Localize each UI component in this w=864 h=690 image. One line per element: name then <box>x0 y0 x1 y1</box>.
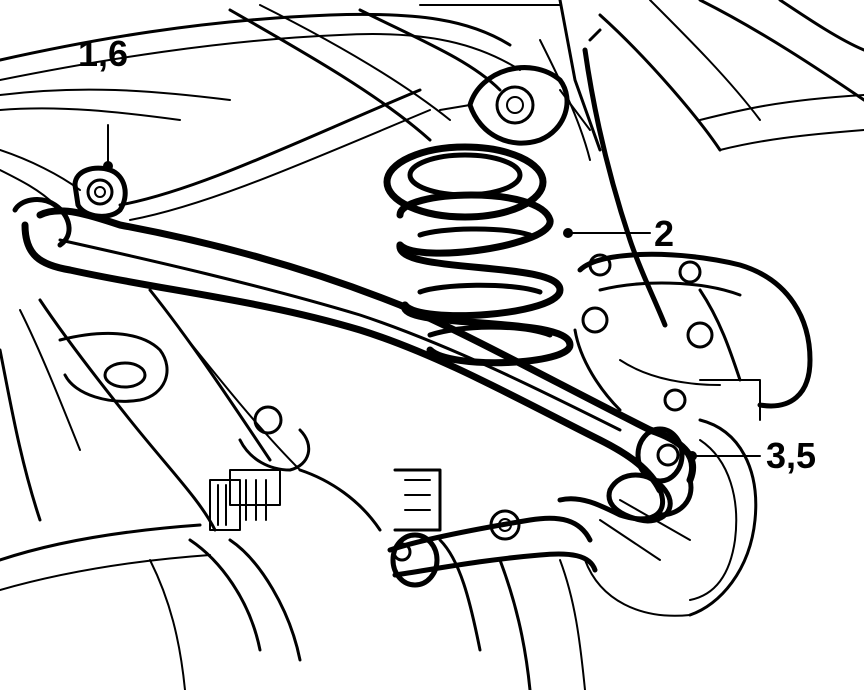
leader-dot-2 <box>563 228 573 238</box>
leader-dot-1 <box>103 161 113 171</box>
subframe <box>0 288 382 690</box>
leader-dot-3 <box>687 451 697 461</box>
chassis-body <box>0 0 864 221</box>
brake-caliper <box>573 28 813 412</box>
coil-spring <box>383 143 574 367</box>
upper-strut-mount <box>439 65 591 146</box>
callout-label-3-5: 3,5 <box>766 435 816 476</box>
lower-link <box>387 468 598 690</box>
lower-control-arm <box>21 207 697 524</box>
callout-label-1-6: 1,6 <box>78 33 128 74</box>
left-mount-bolt <box>12 165 128 248</box>
callout-label-2: 2 <box>654 213 674 254</box>
leader-lines <box>103 124 761 461</box>
